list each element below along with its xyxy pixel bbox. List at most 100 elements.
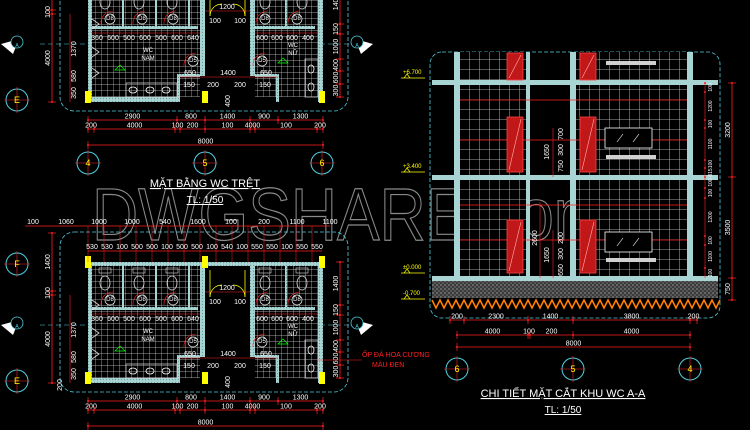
- dim-dot: [704, 244, 706, 246]
- dim-dot: [322, 119, 324, 121]
- dim-dot: [51, 101, 53, 103]
- mid-dim: 700: [558, 128, 565, 140]
- top-dim-value: 1100: [322, 219, 337, 226]
- dim-dot: [704, 235, 706, 237]
- grid-label: E: [14, 95, 20, 105]
- top-dim-value: 500: [131, 244, 143, 251]
- wall: [250, 0, 255, 76]
- level-marker-icon: [401, 73, 425, 79]
- inner-dim: 100: [234, 299, 246, 306]
- level-marker-icon: [401, 294, 425, 300]
- door-swing-icon: [163, 291, 177, 306]
- top-dim-value: 550: [311, 244, 323, 251]
- door-panel-line: [581, 54, 595, 79]
- building-outline: [59, 0, 349, 112]
- dim-row2-value: 100: [172, 404, 184, 411]
- inner-dim: 600: [271, 316, 283, 323]
- right-inner-dim: 100: [708, 269, 714, 278]
- left-dim-value: 580: [71, 70, 78, 82]
- section-mark-label: A: [355, 43, 359, 49]
- sink-counter: [606, 258, 656, 262]
- inner-dim: 400: [302, 35, 314, 42]
- door-tag: [259, 13, 271, 25]
- sink-icon: [128, 86, 138, 94]
- level-label: +3.400: [403, 164, 422, 170]
- section-wall: [570, 52, 576, 290]
- left-dim-outer-value: 100: [45, 6, 52, 18]
- section-right-dim-value: 3500: [725, 220, 732, 236]
- door-tag-label: D5: [258, 58, 266, 64]
- section-marker: [350, 35, 364, 49]
- inner-dim: 100: [209, 18, 221, 25]
- section-dim-row2-value: 100: [523, 329, 535, 336]
- dim-dot: [87, 119, 89, 121]
- inner-dim: 150: [259, 363, 271, 370]
- plan-scale: TL: 1/50: [187, 195, 224, 206]
- dim-dot: [51, 13, 53, 15]
- inner-dim: 600: [107, 316, 119, 323]
- dim-dot: [704, 82, 706, 84]
- toilet-tank: [165, 267, 179, 274]
- dim-row2-value: 200: [85, 404, 97, 411]
- dim-row2-value: 200: [187, 123, 199, 130]
- dim-dot: [731, 82, 733, 84]
- dim-dot: [51, 9, 53, 11]
- inner-dim: 150: [183, 363, 195, 370]
- urinal-icon: [91, 67, 100, 79]
- door-swing-icon: [287, 291, 301, 306]
- dim-dot: [322, 409, 324, 411]
- door-tag: [259, 294, 271, 306]
- right-dim-value: 1000: [333, 320, 340, 336]
- inner-dim: 600: [271, 35, 283, 42]
- right-inner-dim: 1200: [708, 211, 714, 222]
- door-swing-icon: [132, 10, 146, 25]
- top-dim-value: 1000: [124, 219, 140, 226]
- inner-dim: 600: [171, 316, 183, 323]
- door-tag-label: D8: [293, 297, 301, 303]
- dim-row1-value: 1300: [293, 114, 309, 121]
- dim-dot: [174, 409, 176, 411]
- door-tag-label: D8: [138, 16, 146, 22]
- right-inner-dim: 100: [708, 189, 714, 198]
- inner-dim: 1400: [220, 351, 236, 358]
- top-dim-value: 100: [206, 244, 218, 251]
- mid-dim: 300: [558, 248, 565, 260]
- room-label-women: WC: [288, 43, 299, 49]
- right-inner-dim: 1200: [708, 100, 714, 111]
- wall: [155, 266, 157, 308]
- room-label-men: WC: [143, 48, 154, 54]
- inner-dim: 650: [184, 351, 196, 358]
- door-tag: [291, 294, 303, 306]
- door-swing-icon: [183, 52, 197, 67]
- wall: [318, 0, 323, 102]
- section-wall: [526, 52, 530, 290]
- toilet-icon: [296, 0, 308, 10]
- inner-dim: 500: [123, 35, 135, 42]
- right-dim-value: 150: [333, 23, 340, 35]
- dim-dot: [572, 334, 574, 336]
- inner-dim: 500: [155, 35, 167, 42]
- dim-row2-value: 100: [172, 123, 184, 130]
- room-label-men: WC: [143, 329, 154, 335]
- dim-dot: [339, 70, 341, 72]
- dim-row2-value: 100: [222, 123, 234, 130]
- wall: [276, 74, 279, 102]
- dim-dot: [339, 261, 341, 263]
- toilet-icon: [133, 275, 145, 291]
- urinal-icon: [91, 327, 100, 339]
- note-text: ỐP ĐÁ HOA CƯƠNG: [362, 349, 430, 359]
- left-dim-value: 1370: [71, 322, 78, 338]
- door-tag-label: D8: [138, 297, 146, 303]
- dim-dot: [449, 319, 451, 321]
- right-inner-dim: 100: [708, 160, 714, 169]
- left-dim-outer-value: 4000: [45, 331, 52, 347]
- left-dim-outer-value: 1400: [45, 254, 52, 270]
- mid-dim: 1650: [544, 247, 551, 263]
- dim-row1-value: 900: [258, 395, 270, 402]
- door-tag-label: D8: [261, 297, 269, 303]
- inner-dim: 150: [259, 82, 271, 89]
- wall: [200, 262, 205, 357]
- dim-dot: [704, 119, 706, 121]
